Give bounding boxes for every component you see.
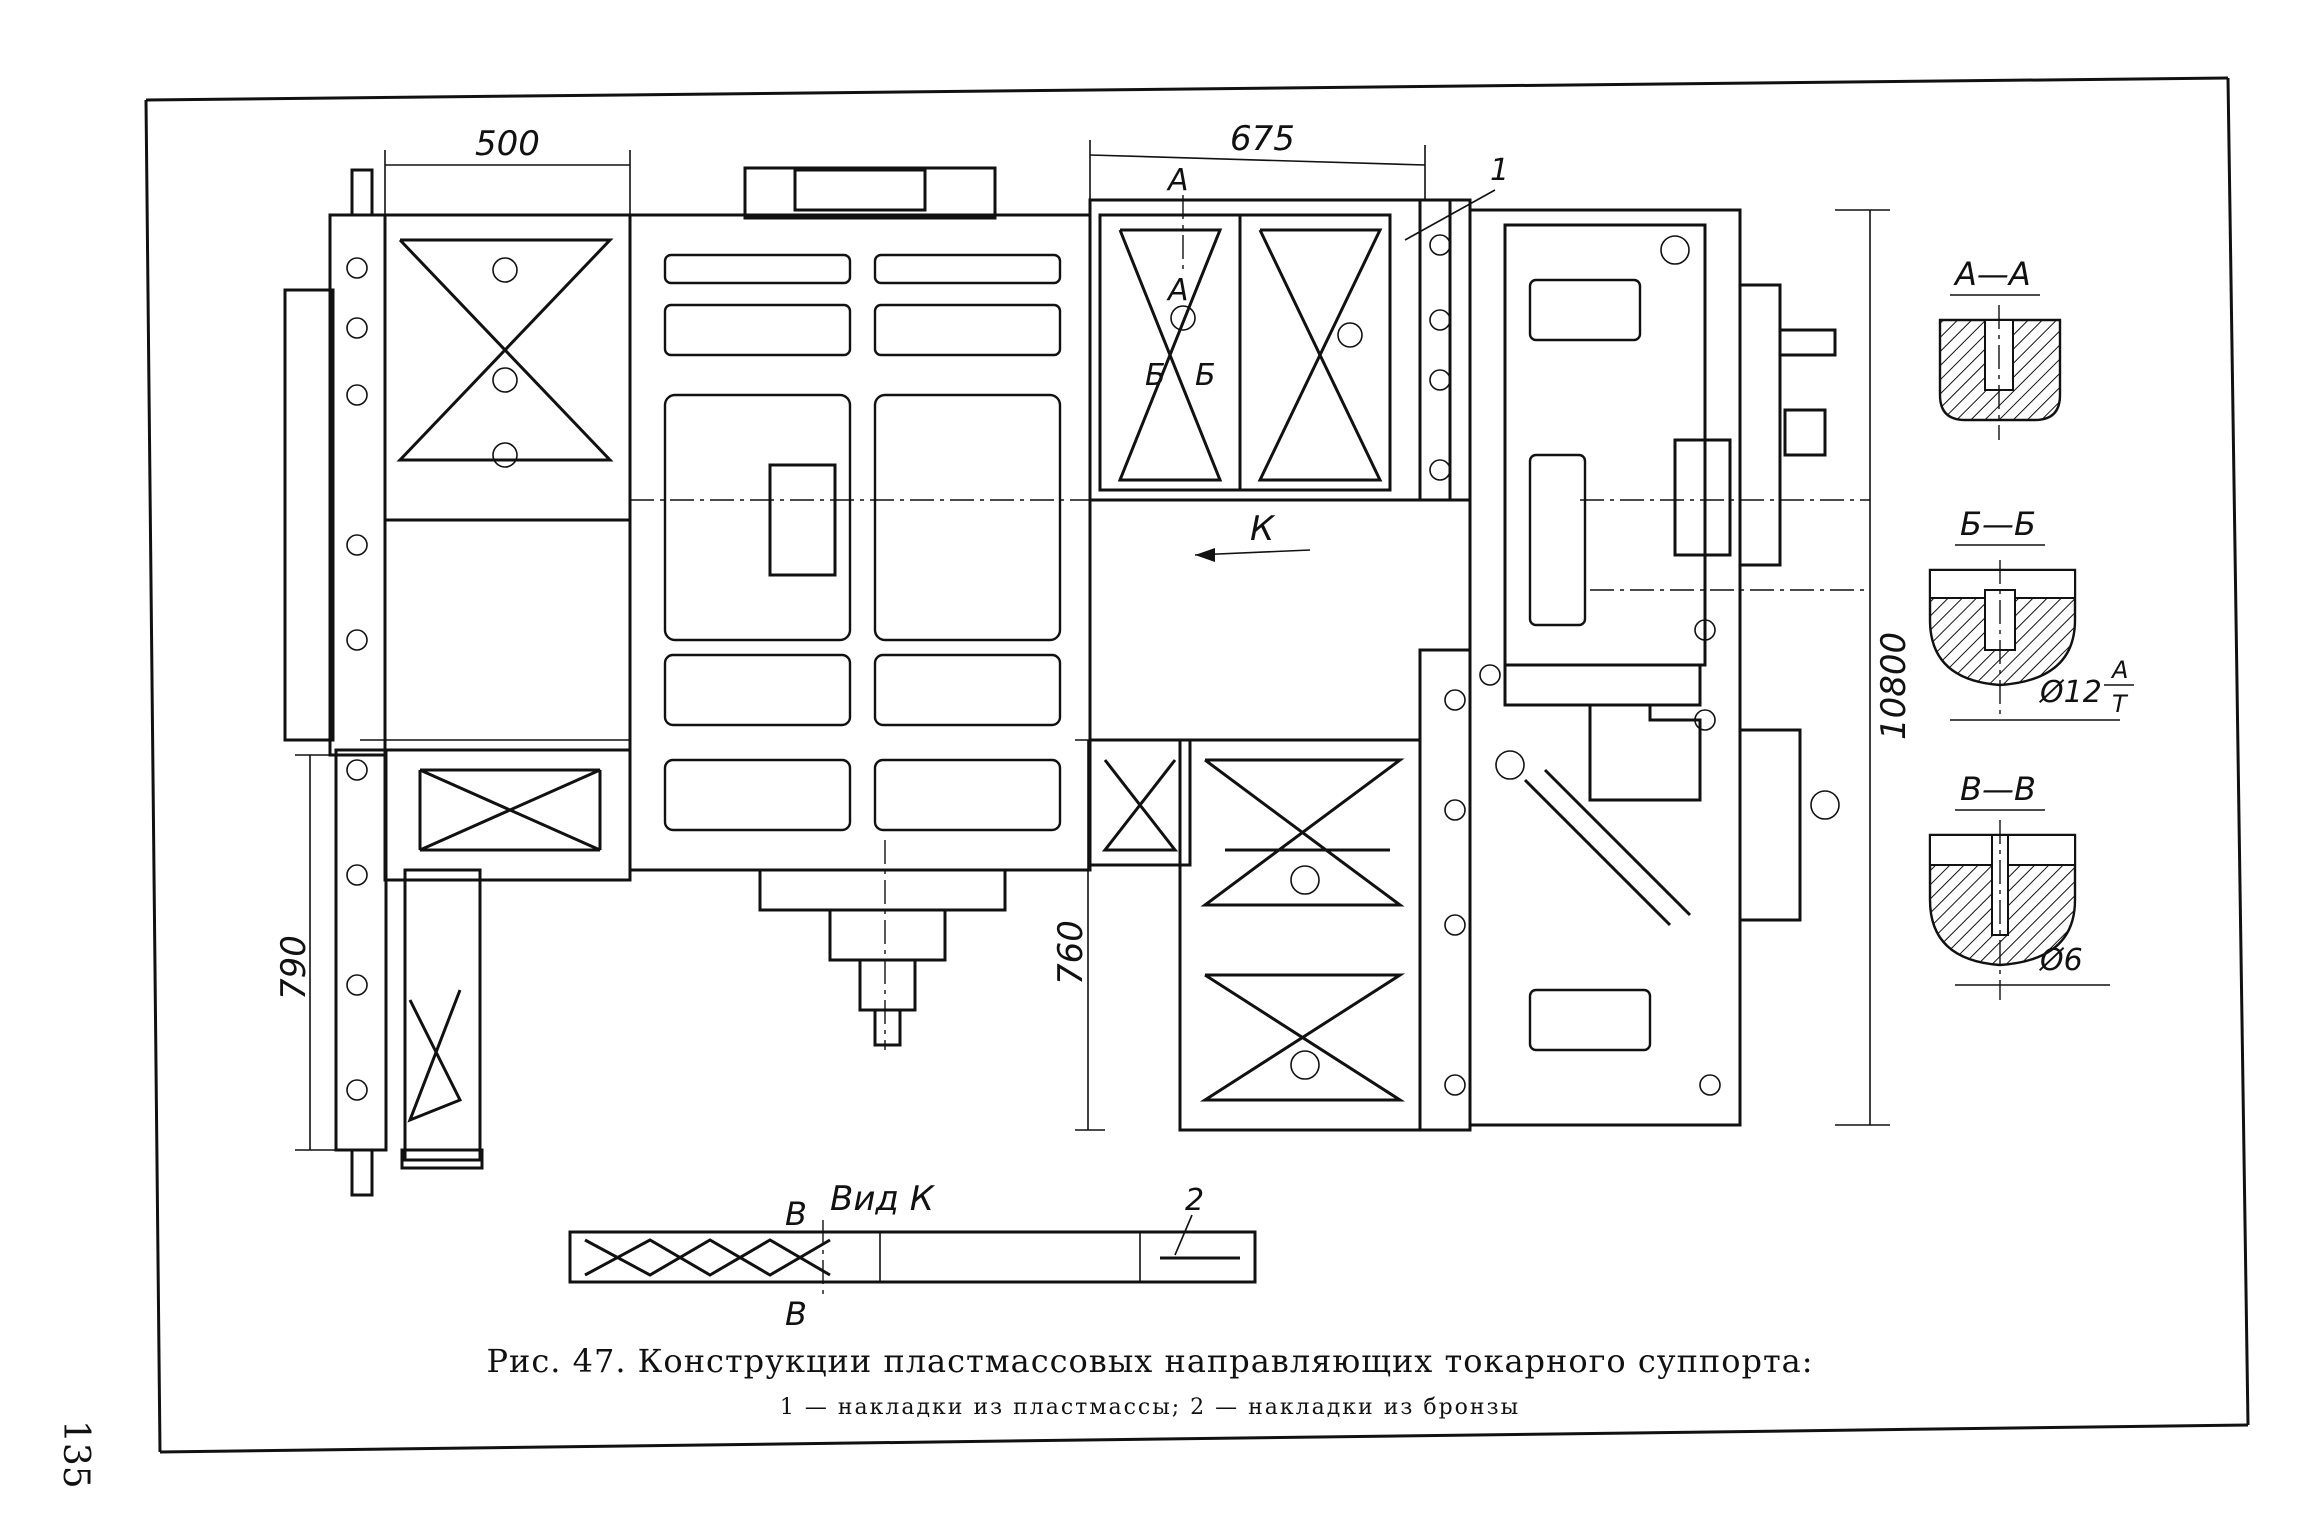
section-b-b-dim: Ø12	[2038, 675, 2102, 710]
section-v-v-dim: Ø6	[2038, 943, 2083, 978]
section-a-a: А—А	[1938, 255, 2062, 440]
section-v-top-label: В	[785, 1195, 807, 1233]
section-a-a-title: А—А	[1953, 255, 2031, 293]
view-k-strip	[568, 1220, 1257, 1300]
left-guide-assembly	[283, 168, 632, 1197]
section-b-b-fit-bottom: Т	[2112, 690, 2129, 718]
section-b-left-label: Б	[1145, 358, 1166, 393]
part-1-label: 1	[1490, 153, 1509, 188]
carriage-body	[628, 166, 1420, 1050]
page-frame	[144, 76, 2250, 1454]
dim-790-label: 790	[274, 935, 314, 1000]
apron-body	[1468, 208, 1870, 1127]
middle-guide-assembly	[1088, 198, 1472, 1132]
section-a-bottom-label: А	[1166, 273, 1189, 308]
section-v-bottom-label: В	[785, 1295, 807, 1333]
section-b-right-label: Б	[1195, 358, 1216, 393]
section-b-b-title: Б—Б	[1960, 505, 2036, 543]
section-v-v-title: В—В	[1960, 770, 2036, 808]
fastener-holes	[346, 234, 1840, 1101]
section-a-top-label: А	[1166, 163, 1189, 198]
view-k-label: Вид К	[830, 1179, 936, 1219]
section-b-b-fit-top: A	[2110, 656, 2128, 684]
view-k-arrow-label: К	[1250, 509, 1276, 549]
figure-caption-legend: 1 — накладки из пластмассы; 2 — накладки…	[779, 1395, 1521, 1420]
page-number: 135	[55, 1420, 96, 1489]
section-v-v: В—В Ø6	[1928, 770, 2110, 1000]
part-2-label: 2	[1185, 1183, 1204, 1218]
dim-500-label: 500	[475, 124, 540, 164]
figure-caption-title: Рис. 47. Конструкции пластмассовых напра…	[486, 1342, 1814, 1380]
section-b-b: Б—Б Ø12 A Т	[1928, 505, 2134, 721]
dim-760-label: 760	[1051, 920, 1091, 985]
dim-675-label: 675	[1230, 119, 1295, 159]
dim-10800-label: 10800	[1874, 632, 1914, 740]
dimension-lines	[295, 140, 1890, 1151]
